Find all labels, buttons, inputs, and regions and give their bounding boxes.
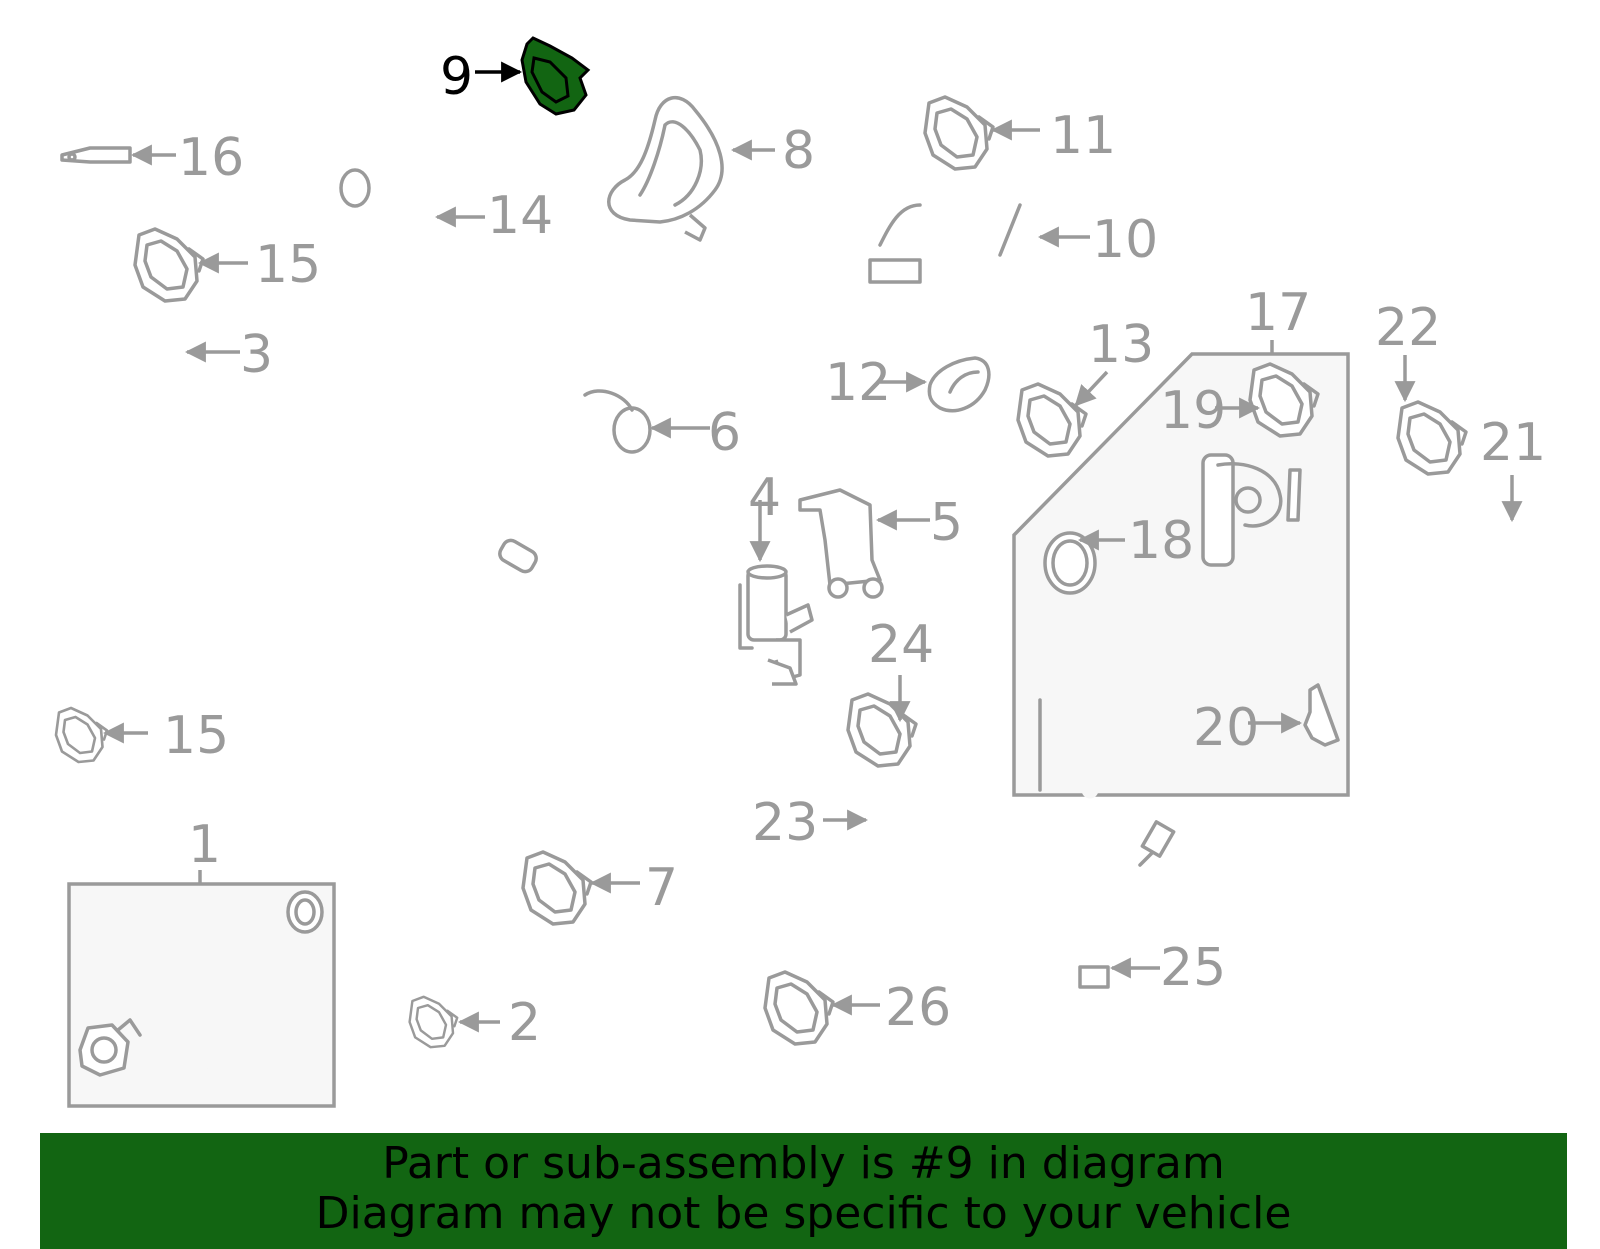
callout-7: 7	[645, 858, 678, 918]
callout-26: 26	[885, 978, 951, 1038]
part-18-o-ring	[1043, 529, 1125, 595]
callout-9: 9	[440, 47, 473, 107]
callout-15-lower: 15	[163, 706, 229, 766]
callout-15-upper: 15	[255, 235, 321, 295]
callout-12: 12	[825, 353, 891, 413]
callout-4: 4	[748, 468, 781, 528]
part-6-hose	[435, 389, 710, 795]
part-23-pipe	[823, 809, 1176, 882]
callout-23: 23	[752, 793, 818, 853]
part-16-fitting	[60, 144, 176, 166]
part-26-clamp	[763, 970, 880, 1046]
banner-line-1: Part or sub-assembly is #9 in diagram	[382, 1138, 1225, 1189]
callout-13: 13	[1088, 315, 1154, 375]
part-22-clamp	[1394, 355, 1468, 476]
part-19-clamp	[1215, 362, 1320, 438]
callout-5: 5	[930, 493, 963, 553]
callout-21: 21	[1480, 413, 1546, 473]
part-24-clamp	[846, 675, 918, 768]
part-1-assembly	[67, 870, 336, 1108]
part-25-hose	[984, 899, 1160, 1084]
callout-2: 2	[508, 993, 541, 1053]
part-15-clamp-upper	[133, 227, 248, 303]
part-21-hose	[1442, 475, 1530, 748]
callout-18: 18	[1128, 511, 1194, 571]
callout-3: 3	[240, 325, 273, 385]
callout-10: 10	[1092, 210, 1158, 270]
part-9-clamp-highlighted	[475, 36, 591, 116]
part-17-assembly	[1012, 340, 1350, 799]
part-2-clamp	[408, 995, 500, 1049]
part-5-bracket	[798, 488, 930, 599]
part-15-clamp-lower	[54, 706, 148, 764]
part-10-pipe	[859, 184, 1090, 331]
banner-line-2: Diagram may not be specific to your vehi…	[315, 1188, 1292, 1239]
part-7-clamp	[521, 850, 640, 926]
part-20-sensor	[1248, 683, 1340, 747]
part-12-elbow	[880, 356, 991, 413]
callout-17: 17	[1245, 283, 1311, 343]
callout-1: 1	[188, 815, 221, 875]
part-4-valve	[738, 500, 814, 686]
part-3-hose	[87, 330, 240, 687]
callout-24: 24	[868, 615, 934, 675]
callout-22: 22	[1375, 298, 1441, 358]
callout-19: 19	[1160, 381, 1226, 441]
callout-6: 6	[708, 403, 741, 463]
callout-14: 14	[487, 186, 553, 246]
callout-16: 16	[178, 128, 244, 188]
part-8-hose	[607, 95, 775, 242]
callout-25: 25	[1160, 938, 1226, 998]
callout-20: 20	[1193, 698, 1259, 758]
callout-8: 8	[782, 121, 815, 181]
part-14-hose	[283, 148, 485, 280]
info-banner: Part or sub-assembly is #9 in diagram Di…	[40, 1133, 1567, 1249]
part-11-clamp	[923, 95, 1040, 171]
part-13-clamp	[1016, 370, 1109, 458]
callout-11: 11	[1050, 106, 1116, 166]
